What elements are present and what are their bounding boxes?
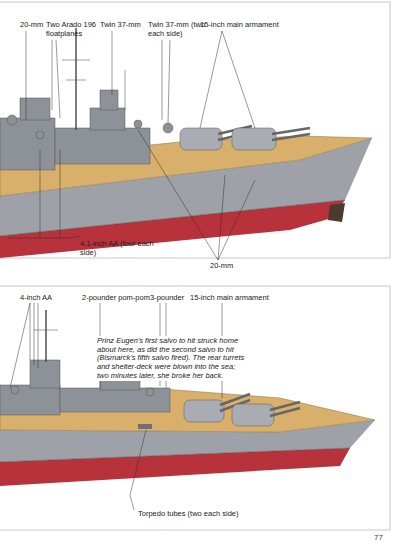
bismarck-turrets — [138, 394, 300, 429]
callout-label: 4-inch AA — [20, 294, 52, 303]
bismarck-superstructure — [0, 28, 173, 170]
callout-label: Torpedo tubes (two each side) — [138, 510, 238, 519]
callout-label: Twin 37-mm — [100, 21, 141, 30]
panel-frame — [0, 2, 390, 258]
callout-label: 20-mm — [20, 21, 43, 30]
page-number: 77 — [374, 533, 383, 542]
callout-label: 20-mm — [210, 262, 233, 271]
callout-label: 15-inch main armament — [190, 294, 269, 303]
leader-lines — [8, 31, 255, 260]
panel-frame — [0, 286, 390, 530]
callout-label: 15-inch main armament — [200, 21, 279, 30]
bismarck-turrets — [180, 126, 310, 150]
callout-label: 2-pounder pom-pom — [82, 294, 150, 303]
callout-label: 4.1-inch AA (four each side) — [80, 240, 170, 257]
annotation-note: Prinz Eugen's first salvo to hit struck … — [96, 336, 248, 381]
callout-label: 3-pounder — [150, 294, 184, 303]
leader-lines — [10, 303, 222, 510]
